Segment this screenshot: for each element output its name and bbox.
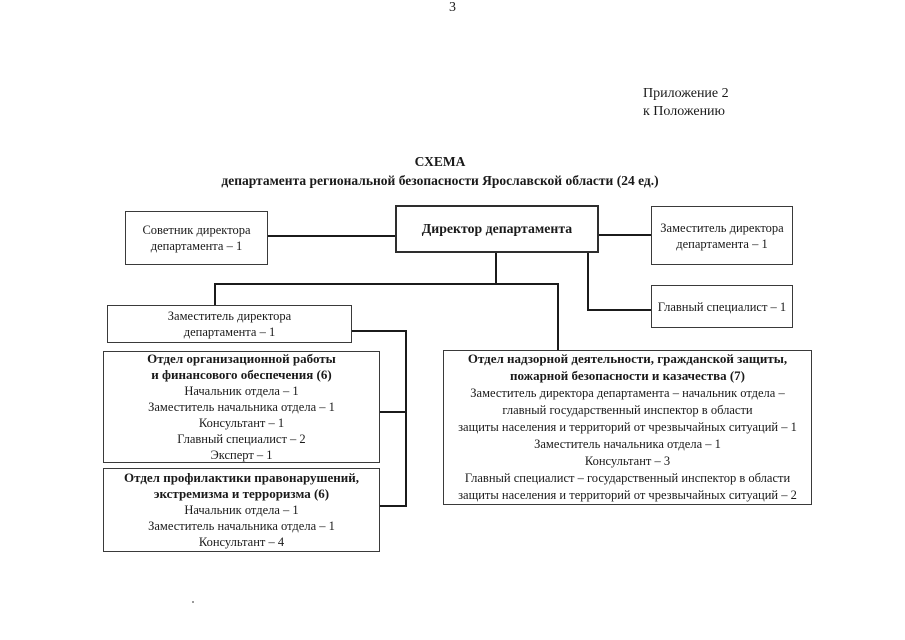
- connector-rail: [214, 283, 559, 285]
- chief-specialist-label: Главный специалист – 1: [657, 299, 787, 314]
- page-number: 3: [449, 0, 456, 15]
- box-supervision-dept: Отдел надзорной деятельности, гражданско…: [443, 350, 812, 505]
- box-deputy-director-left: Заместитель директора департамента – 1: [107, 305, 352, 343]
- box-deputy-director-right: Заместитель директора департамента – 1: [651, 206, 793, 265]
- box-director: Директор департамента: [395, 205, 599, 253]
- staff-line: защиты населения и территорий от чрезвыч…: [458, 487, 797, 502]
- staff-line: главный государственный инспектор в обла…: [502, 403, 753, 418]
- connector-director-down: [495, 252, 497, 284]
- connector-rail-to-deputy-left: [214, 283, 216, 306]
- connector-director-chiefspec-v: [587, 252, 589, 311]
- director-label: Директор департамента: [421, 221, 573, 236]
- staff-line: Заместитель начальника отдела – 1: [148, 519, 335, 533]
- staff-line: защиты населения и территорий от чрезвыч…: [458, 420, 797, 435]
- supervision-dept-title-1: Отдел надзорной деятельности, гражданско…: [467, 351, 788, 367]
- staff-line: Заместитель начальника отдела – 1: [534, 436, 721, 451]
- staff-line: Эксперт – 1: [210, 448, 273, 462]
- staff-line: Консультант – 4: [198, 535, 285, 549]
- connector-director-chiefspec-h: [587, 309, 651, 311]
- schema-title-line: СХЕМА: [414, 154, 466, 169]
- box-chief-specialist: Главный специалист – 1: [651, 285, 793, 328]
- annex-label: Приложение 2 к Положению: [643, 85, 729, 120]
- org-dept-title-1: Отдел организационной работы: [147, 351, 336, 366]
- staff-line: Заместитель начальника отдела – 1: [148, 400, 335, 414]
- schema-subtitle-line: департамента региональной безопасности Я…: [221, 173, 659, 188]
- connector-trunk-orgdept: [380, 411, 406, 413]
- staff-line: Консультант – 3: [584, 453, 671, 468]
- deputy-left-line-1: Заместитель директора: [167, 309, 292, 323]
- connector-advisor-director: [268, 235, 395, 237]
- annex-line-1: Приложение 2: [643, 86, 729, 101]
- deputy-left-line-2: департамента – 1: [183, 325, 276, 339]
- staff-line: Главный специалист – государственный инс…: [464, 470, 791, 485]
- box-advisor: Советник директора департамента – 1: [125, 211, 268, 265]
- staff-line: Заместитель директора департамента – нач…: [470, 386, 785, 401]
- advisor-line-2: департамента – 1: [150, 239, 243, 253]
- org-dept-title-2: и финансового обеспечения (6): [151, 367, 332, 382]
- staff-line: Главный специалист – 2: [177, 432, 306, 446]
- box-org-dept: Отдел организационной работы и финансово…: [103, 351, 380, 463]
- connector-trunk-vertical: [405, 330, 407, 507]
- box-prevention-dept: Отдел профилактики правонарушений, экстр…: [103, 468, 380, 552]
- connector-rail-to-supervision: [557, 283, 559, 351]
- connector-deputyleft-trunk: [352, 330, 407, 332]
- schema-title: СХЕМА департамента региональной безопасн…: [35, 152, 845, 190]
- prevention-dept-title-2: экстремизма и терроризма (6): [153, 486, 330, 501]
- prevention-dept-title-1: Отдел профилактики правонарушений,: [124, 470, 359, 485]
- annex-line-2: к Положению: [643, 103, 726, 119]
- staff-line: Начальник отдела – 1: [184, 503, 299, 517]
- staff-line: Консультант – 1: [198, 416, 285, 430]
- connector-trunk-prevention: [380, 505, 407, 507]
- deputy-right-line-1: Заместитель директора: [660, 220, 784, 235]
- scan-speck: [192, 601, 194, 603]
- staff-line: Начальник отдела – 1: [184, 384, 299, 398]
- connector-director-deputy: [599, 234, 651, 236]
- supervision-dept-title-2: пожарной безопасности и казачества (7): [509, 368, 746, 384]
- advisor-line-1: Советник директора: [142, 223, 251, 237]
- deputy-right-line-2: департамента – 1: [676, 236, 768, 251]
